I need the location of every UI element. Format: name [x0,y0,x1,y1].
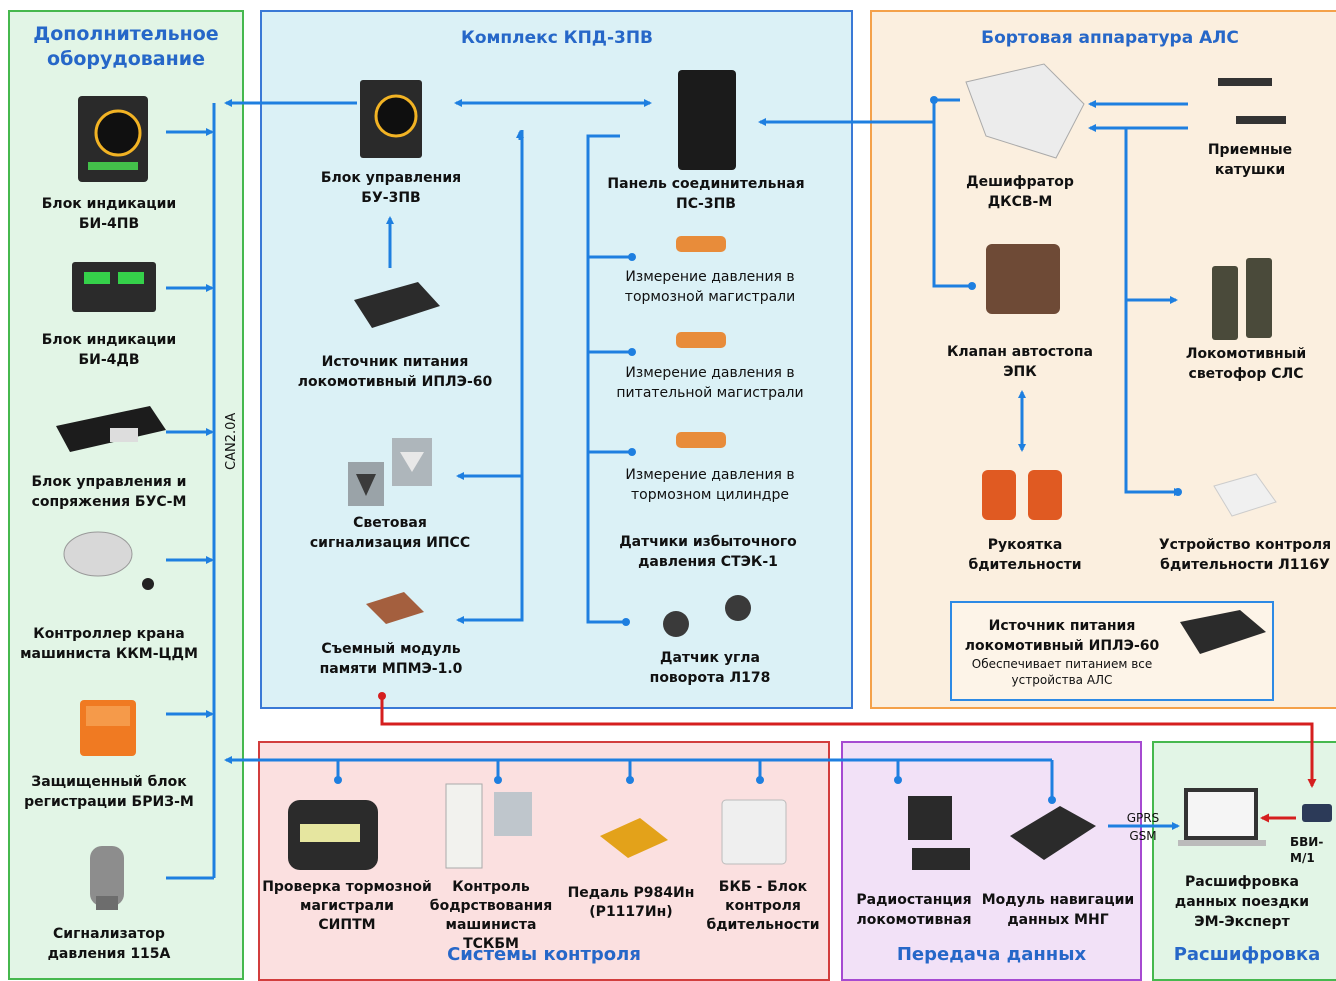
l178-label: Датчик угла поворота Л178 [649,650,771,686]
section-title-control: Системы контроля [447,944,641,965]
sls-label: Локомотивный светофор СЛС [1185,346,1307,382]
section-title-additional: Дополнительное оборудование [33,23,219,70]
pressure-brake-line-label: Измерение давления в тормозной магистрал… [624,269,796,305]
mng-label: Модуль навигации данных МНГ [981,892,1135,928]
panel-decoding [1152,741,1336,981]
pressure-brake-cylinder-label: Измерение давления в тормозном цилиндре [625,467,795,503]
bvi-m-label: БВИ-М/1 [1290,835,1324,865]
receiving-coils-label: Приемные катушки [1207,142,1293,178]
kkm-cdm-label: Контроллер крана машиниста ККМ-ЦДМ [20,626,198,662]
bi-4dv-label: Блок индикации БИ-4ДВ [41,332,177,368]
pressure-feed-line-label: Измерение давления в питательной магистр… [616,365,804,401]
als-power-title: Источник питания локомотивный ИПЛЭ-60 [964,618,1160,654]
bu-3pv-label: Блок управления БУ-3ПВ [320,170,462,206]
bi-4pv-label: Блок индикации БИ-4ПВ [41,196,177,232]
radio-label: Радиостанция локомотивная [856,892,972,928]
gsm-label: GSM [1129,829,1157,843]
panel-data-transfer [841,741,1142,981]
section-title-data: Передача данных [896,944,1087,965]
pedal-label: Педаль Р984Ин (Р1117Ин) [567,885,695,920]
bkb-label: БКБ - Блок контроля бдительности [706,879,820,933]
als-power-note: Обеспечивает питанием все устройства АЛС [971,657,1153,687]
bus-m-label: Блок управления и сопряжения БУС-М [31,474,187,510]
mpme-label: Съемный модуль памяти МПМЭ-1.0 [319,641,463,677]
panel-kpd-complex [260,10,853,709]
epk-label: Клапан автостопа ЭПК [946,344,1093,380]
ipss-label: Световая сигнализация ИПСС [309,515,471,551]
briz-m-label: Защищенный блок регистрации БРИЗ-М [24,774,194,810]
section-title-decode: Расшифровка [1173,944,1321,965]
signalizator-115a-label: Сигнализатор давления 115А [47,926,171,962]
l116u-label: Устройство контроля бдительности Л116У [1158,537,1332,573]
vigilance-handle-label: Рукоятка бдительности [968,537,1082,573]
siptm-label: Проверка тормозной магистрали СИПТМ [262,879,432,933]
stek-1-label: Датчики избыточного давления СТЭК-1 [619,534,797,570]
section-title-als: Бортовая аппаратура АЛС [981,28,1239,48]
iple-60-label: Источник питания локомотивный ИПЛЭ-60 [297,354,493,390]
ps-3pv-label: Панель соединительная ПС-3ПВ [607,176,805,212]
tskbm-label: Контроль бодрствования машиниста ТСКБМ [429,879,553,952]
dksv-m-label: Дешифратор ДКСВ-М [966,174,1074,210]
section-title-kpd: Комплекс КПД-3ПВ [460,28,654,48]
gprs-label: GPRS [1126,811,1160,825]
can-bus-label: CAN2.0A [224,412,239,470]
em-expert-label: Расшифровка данных поездки ЭМ-Эксперт [1174,874,1310,930]
device-images [56,63,1332,910]
